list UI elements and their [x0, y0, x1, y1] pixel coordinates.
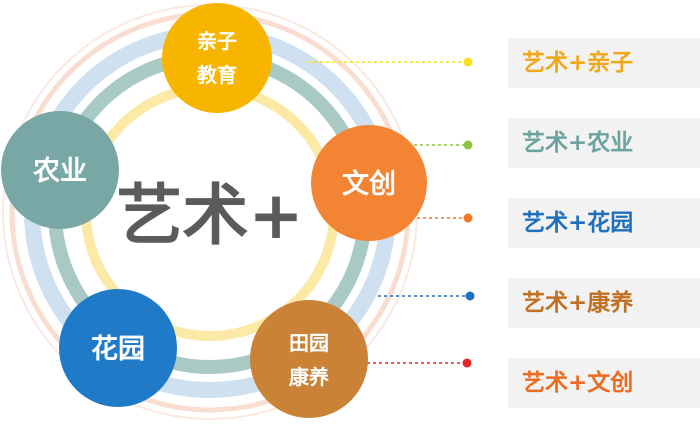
node-label-line-2: 教育	[197, 63, 237, 87]
connector-dot-2	[463, 140, 473, 150]
label-art-agriculture: 艺术+农业	[508, 118, 700, 168]
label-art-wellness: 艺术+康养	[508, 278, 700, 328]
node-label: 花园	[91, 334, 145, 365]
node-circle	[162, 3, 272, 113]
node-label: 文创	[342, 168, 396, 200]
label-text: 艺术+农业	[522, 130, 634, 156]
node-circle	[311, 125, 427, 241]
center-title: 艺术+	[116, 177, 303, 254]
node-rural-wellness: 田园 康养	[250, 300, 368, 418]
node-circle	[250, 300, 368, 418]
node-label-line-1: 田园	[289, 331, 329, 355]
node-label-line-1: 亲子	[197, 29, 237, 53]
label-text: 艺术+花园	[522, 210, 634, 236]
node-label-line-2: 康养	[289, 365, 329, 389]
connector-dot-1	[463, 57, 473, 67]
label-art-garden: 艺术+花园	[508, 198, 700, 248]
label-art-creative: 艺术+文创	[508, 358, 700, 408]
node-parent-child-education: 亲子 教育	[162, 3, 272, 113]
connector-dot-4	[465, 291, 475, 301]
connector-dot-5	[462, 358, 472, 368]
node-garden: 花园	[59, 289, 177, 407]
label-text: 艺术+文创	[522, 370, 634, 396]
node-circle	[59, 289, 177, 407]
node-creative: 文创	[311, 125, 427, 241]
node-agriculture: 农业	[1, 111, 119, 229]
label-text: 艺术+亲子	[522, 50, 634, 76]
connector-dot-3	[463, 213, 473, 223]
node-label: 农业	[32, 156, 87, 187]
label-text: 艺术+康养	[522, 290, 634, 316]
label-art-parent-child: 艺术+亲子	[508, 38, 700, 88]
node-circle	[1, 111, 119, 229]
